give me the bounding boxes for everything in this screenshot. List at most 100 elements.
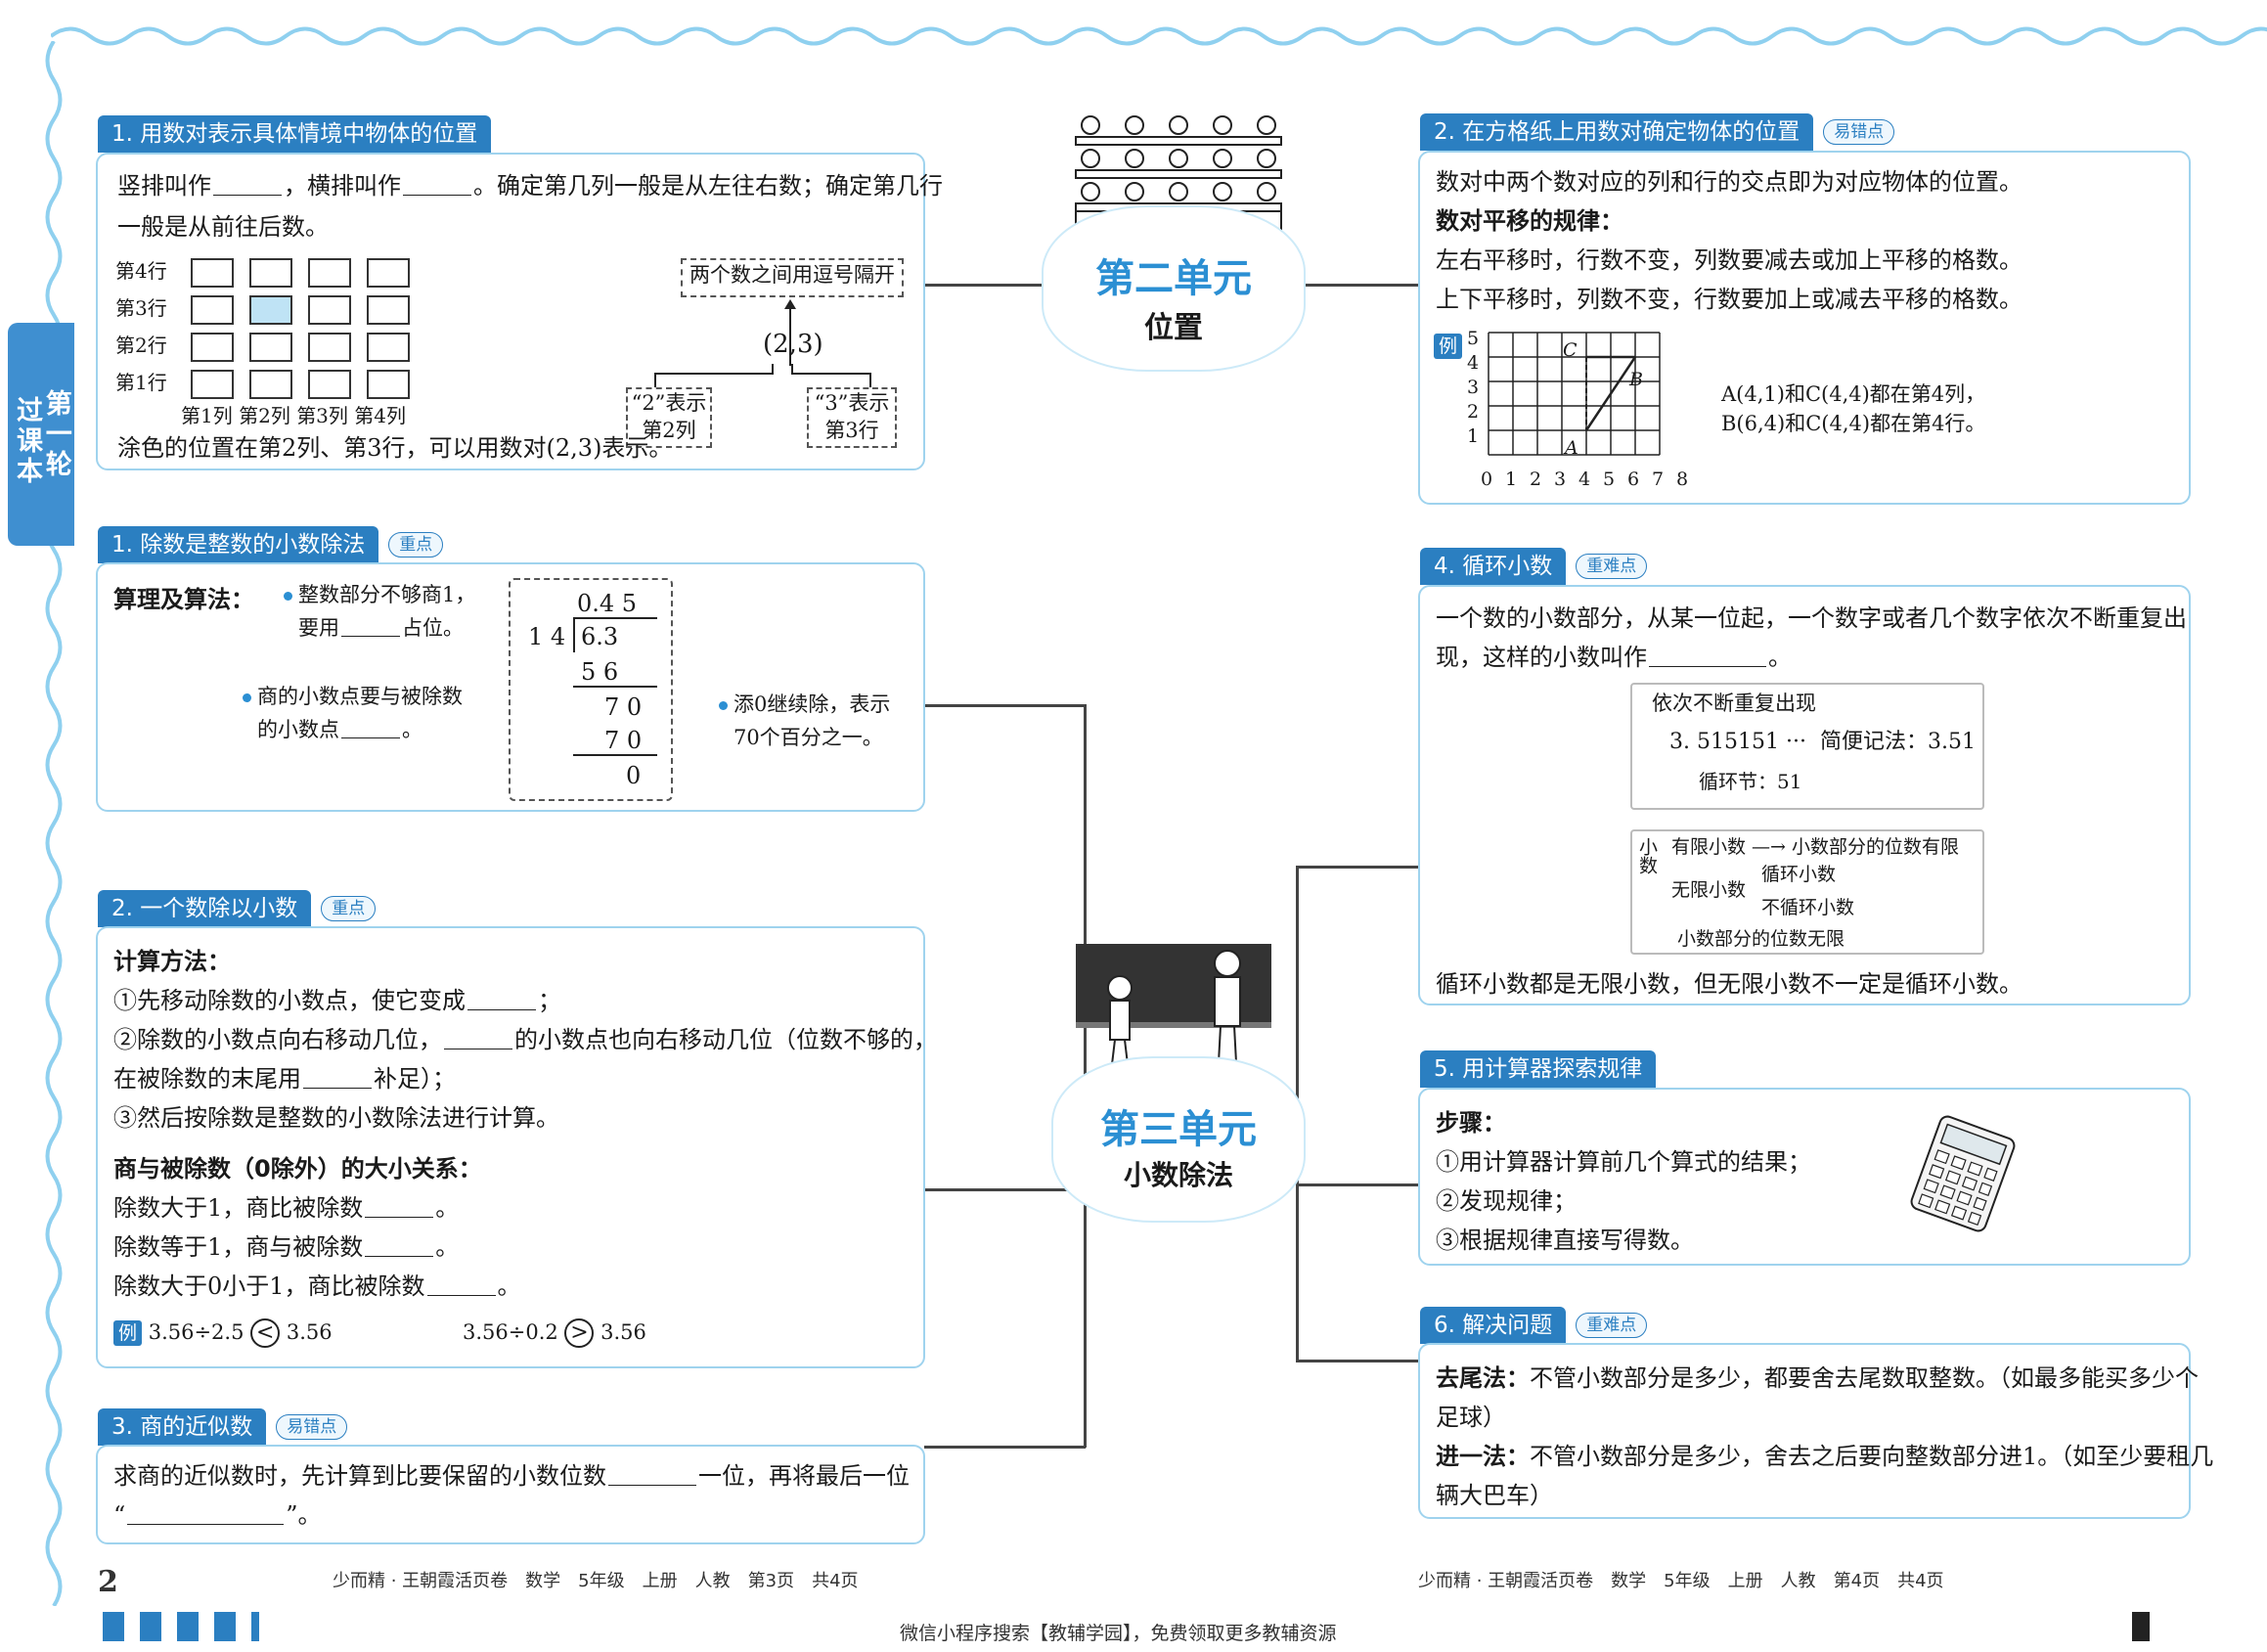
quotient: 0.4 5 xyxy=(577,590,638,617)
text: 算理及算法： xyxy=(113,586,254,613)
answer-circle: > xyxy=(564,1318,595,1348)
col-label: 第4列 xyxy=(354,404,407,427)
text: 求商的近似数时，先计算到比要保留的小数位数 xyxy=(113,1462,606,1490)
section8-title: 6. 解决问题 xyxy=(1420,1307,1567,1344)
students-illustration xyxy=(1075,115,1282,233)
answer-blank[interactable] xyxy=(1649,644,1766,667)
answer-blank[interactable] xyxy=(608,1462,696,1486)
text: 一个数的小数部分，从某一位起，一个数字或者几个数字依次不断重复出 xyxy=(1436,604,2187,632)
text: 。 xyxy=(435,1194,460,1222)
section4-title: 4. 循环小数 xyxy=(1420,548,1567,585)
text: 。 xyxy=(1768,644,1792,671)
shaded-seat xyxy=(249,295,292,325)
row-label: 第2行 xyxy=(115,334,167,357)
example-label: 例 xyxy=(1434,334,1463,359)
text: 足球） xyxy=(1436,1404,1506,1431)
section5-card: 计算方法： ①先移动除数的小数点，使它变成； ②除数的小数点向右移动几位，的小数… xyxy=(96,926,937,1368)
answer-blank[interactable] xyxy=(444,1026,512,1049)
answer-blank[interactable] xyxy=(213,172,282,196)
text: 循环节：51 xyxy=(1699,770,1802,793)
row-label: 第1行 xyxy=(115,371,167,394)
answer-blank[interactable] xyxy=(403,172,471,196)
tick: 2 xyxy=(1530,469,1542,490)
answer-blank[interactable] xyxy=(365,1194,434,1218)
text: 循环小数都是无限小数，但无限小数不一定是循环小数。 xyxy=(1436,970,2023,998)
answer-blank[interactable] xyxy=(426,1272,496,1296)
connector xyxy=(924,704,1086,707)
answer-blank[interactable] xyxy=(365,1233,434,1257)
text: 补足）； xyxy=(374,1065,456,1093)
pair-value: (2,3) xyxy=(763,330,823,359)
text: 添0继续除，表示 xyxy=(733,692,891,716)
answer-blank[interactable] xyxy=(341,613,400,637)
text: ”。 xyxy=(286,1501,322,1529)
connector xyxy=(924,284,1042,287)
unit2-title: 第二单元 xyxy=(1095,256,1252,301)
repeat-box: 依次不断重复出现 3. 515151 ··· 简便记法：3.51 循环节：51 xyxy=(1630,683,1984,810)
connector xyxy=(924,1446,1086,1449)
text: “ xyxy=(113,1501,126,1529)
tick: 4 xyxy=(1467,352,1480,374)
classification-box: 小数 有限小数 —→ 小数部分的位数有限 无限小数 循环小数 不循环小数 小数部… xyxy=(1630,829,1984,955)
text: A(4,1)和C(4,4)都在第4列， xyxy=(1721,382,1986,406)
tick: 3 xyxy=(1554,469,1567,490)
tick: 6 xyxy=(1627,469,1640,490)
unit2-subtitle: 位置 xyxy=(1144,311,1203,345)
text: 整数部分不够商1， xyxy=(298,583,476,606)
section6-title: 5. 用计算器探索规律 xyxy=(1420,1050,1657,1088)
section8-header: 6. 解决问题 重难点 xyxy=(1420,1307,1648,1344)
text: 除数等于1，商与被除数 xyxy=(113,1233,364,1261)
section6-card: 步骤： ①用计算器计算前几个算式的结果； ②发现规律； ③根据规律直接写得数。 xyxy=(1418,1088,2191,1266)
text: 。 xyxy=(435,1233,460,1261)
text: 去尾法： xyxy=(1436,1364,1530,1392)
tick: 0 xyxy=(1481,469,1493,490)
note-3: 添0继续除，表示 70个百分之一。 xyxy=(719,688,890,754)
point-c: C xyxy=(1563,339,1578,361)
section2-tag: 易错点 xyxy=(1823,119,1895,145)
note-3: “3”表示第3行 xyxy=(807,387,897,448)
divisor: 1 4 xyxy=(528,623,566,650)
text: “3”表示 xyxy=(814,391,890,415)
footer-bottom: 微信小程序搜索【教辅学园】，免费领取更多教辅资源 xyxy=(900,1623,1337,1644)
text: 不循环小数 xyxy=(1761,897,1855,918)
text: 3.56 xyxy=(600,1320,646,1344)
section6-header: 5. 用计算器探索规律 xyxy=(1420,1050,1657,1088)
text: 数对平移的规律： xyxy=(1436,207,1623,235)
footer-right: 少而精 · 王朝霞活页卷 数学 5年级 上册 人教 第4页 共4页 xyxy=(1418,1571,1944,1591)
answer-blank[interactable] xyxy=(467,987,536,1010)
section3-card: 算理及算法： 整数部分不够商1， 要用占位。 商的小数点要与被除数 的小数点。 … xyxy=(96,562,925,812)
section1-header: 1. 用数对表示具体情境中物体的位置 xyxy=(98,115,492,153)
answer-blank[interactable] xyxy=(303,1065,372,1089)
tick: 4 xyxy=(1578,469,1591,490)
text: ①先移动除数的小数点，使它变成 xyxy=(113,987,466,1014)
answer-circle: < xyxy=(250,1318,281,1348)
section5-title: 2. 一个数除以小数 xyxy=(98,890,312,927)
text: 的小数点 xyxy=(257,718,339,741)
text: ③然后按除数是整数的小数除法进行计算。 xyxy=(113,1104,559,1132)
section1-title: 1. 用数对表示具体情境中物体的位置 xyxy=(98,115,492,153)
answer-blank[interactable] xyxy=(127,1501,285,1525)
row-labels: 第4行 第3行 第2行 第1行 xyxy=(115,252,167,401)
unit2-badge: 第二单元 位置 xyxy=(1042,205,1306,372)
text: “2”表示 xyxy=(631,391,707,415)
text: 3.56 xyxy=(286,1320,333,1344)
text: 进一法： xyxy=(1436,1443,1530,1470)
tick: 7 xyxy=(1652,469,1665,490)
text: 涂色的位置在第2列、第3行，可以用数对(2,3)表示。 xyxy=(117,434,673,462)
example-label: 例 xyxy=(113,1320,143,1346)
text: 小数 xyxy=(1636,837,1658,874)
tick: 1 xyxy=(1467,425,1480,447)
text: ②除数的小数点向右移动几位， xyxy=(113,1026,442,1053)
section7-tag: 易错点 xyxy=(276,1414,348,1440)
section8-tag: 重难点 xyxy=(1576,1313,1648,1338)
section2-card: 数对中两个数对应的列和行的交点即为对应物体的位置。 数对平移的规律： 左右平移时… xyxy=(1418,151,2191,505)
unit3-subtitle: 小数除法 xyxy=(1123,1159,1233,1191)
text: 小数部分的位数无限 xyxy=(1677,928,1845,950)
text: 一位，再将最后一位 xyxy=(698,1462,910,1490)
text: 3. 515151 ··· xyxy=(1669,730,1806,754)
wave-border-left xyxy=(45,41,63,1606)
footer-mark xyxy=(2132,1612,2150,1641)
answer-blank[interactable] xyxy=(341,715,400,738)
step: 0 xyxy=(626,762,642,789)
section5-header: 2. 一个数除以小数 重点 xyxy=(98,890,377,927)
